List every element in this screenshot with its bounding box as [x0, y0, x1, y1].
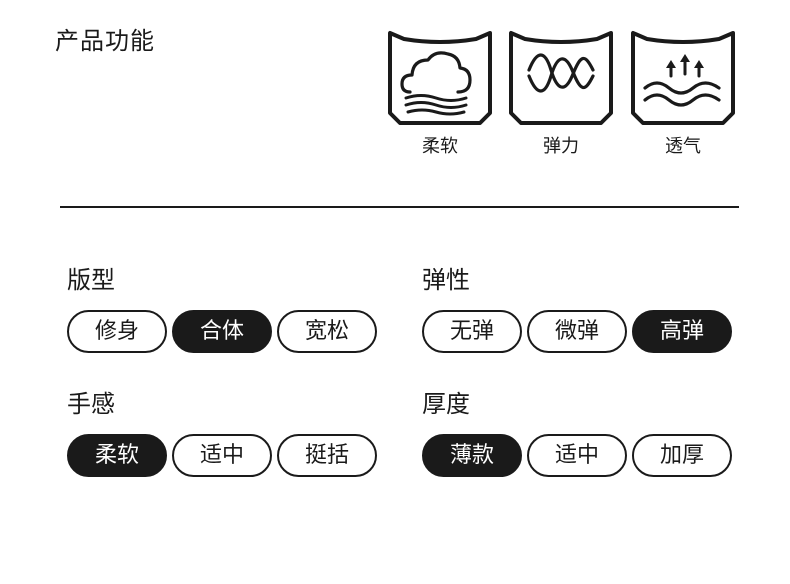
- option-fit-slim[interactable]: 修身: [67, 310, 167, 353]
- options-fit: 修身 合体 宽松: [67, 310, 397, 353]
- feature-elastic: 弹力: [507, 30, 615, 158]
- cloud-soft-icon: [388, 31, 492, 125]
- attribute-title-feel: 手感: [67, 390, 115, 418]
- options-feel: 柔软 适中 挺括: [67, 434, 397, 477]
- option-feel-medium[interactable]: 适中: [172, 434, 272, 477]
- option-feel-crisp[interactable]: 挺括: [277, 434, 377, 477]
- option-elasticity-none[interactable]: 无弹: [422, 310, 522, 353]
- option-thickness-medium[interactable]: 适中: [527, 434, 627, 477]
- feature-soft: 柔软: [386, 30, 494, 158]
- attribute-title-thickness: 厚度: [422, 390, 470, 418]
- option-fit-loose[interactable]: 宽松: [277, 310, 377, 353]
- attribute-elasticity: 弹性 无弹 微弹 高弹: [422, 265, 752, 353]
- feature-label-breathable: 透气: [665, 136, 701, 157]
- option-thickness-thin[interactable]: 薄款: [422, 434, 522, 477]
- attribute-title-elasticity: 弹性: [422, 266, 470, 294]
- options-elasticity: 无弹 微弹 高弹: [422, 310, 752, 353]
- feature-label-elastic: 弹力: [543, 136, 579, 157]
- feature-label-soft: 柔软: [422, 136, 458, 157]
- feature-breathable: 透气: [629, 30, 737, 158]
- attribute-title-fit: 版型: [67, 266, 115, 294]
- option-thickness-thick[interactable]: 加厚: [632, 434, 732, 477]
- breathable-arrows-icon: [631, 31, 735, 125]
- attribute-fit: 版型 修身 合体 宽松: [67, 265, 397, 353]
- attribute-thickness: 厚度 薄款 适中 加厚: [422, 389, 752, 477]
- options-thickness: 薄款 适中 加厚: [422, 434, 752, 477]
- product-features-heading: 产品功能: [55, 27, 155, 55]
- option-feel-soft[interactable]: 柔软: [67, 434, 167, 477]
- wave-elastic-icon: [509, 31, 613, 125]
- option-elasticity-slight[interactable]: 微弹: [527, 310, 627, 353]
- section-divider: [60, 206, 739, 208]
- option-elasticity-high[interactable]: 高弹: [632, 310, 732, 353]
- attribute-feel: 手感 柔软 适中 挺括: [67, 389, 397, 477]
- option-fit-regular[interactable]: 合体: [172, 310, 272, 353]
